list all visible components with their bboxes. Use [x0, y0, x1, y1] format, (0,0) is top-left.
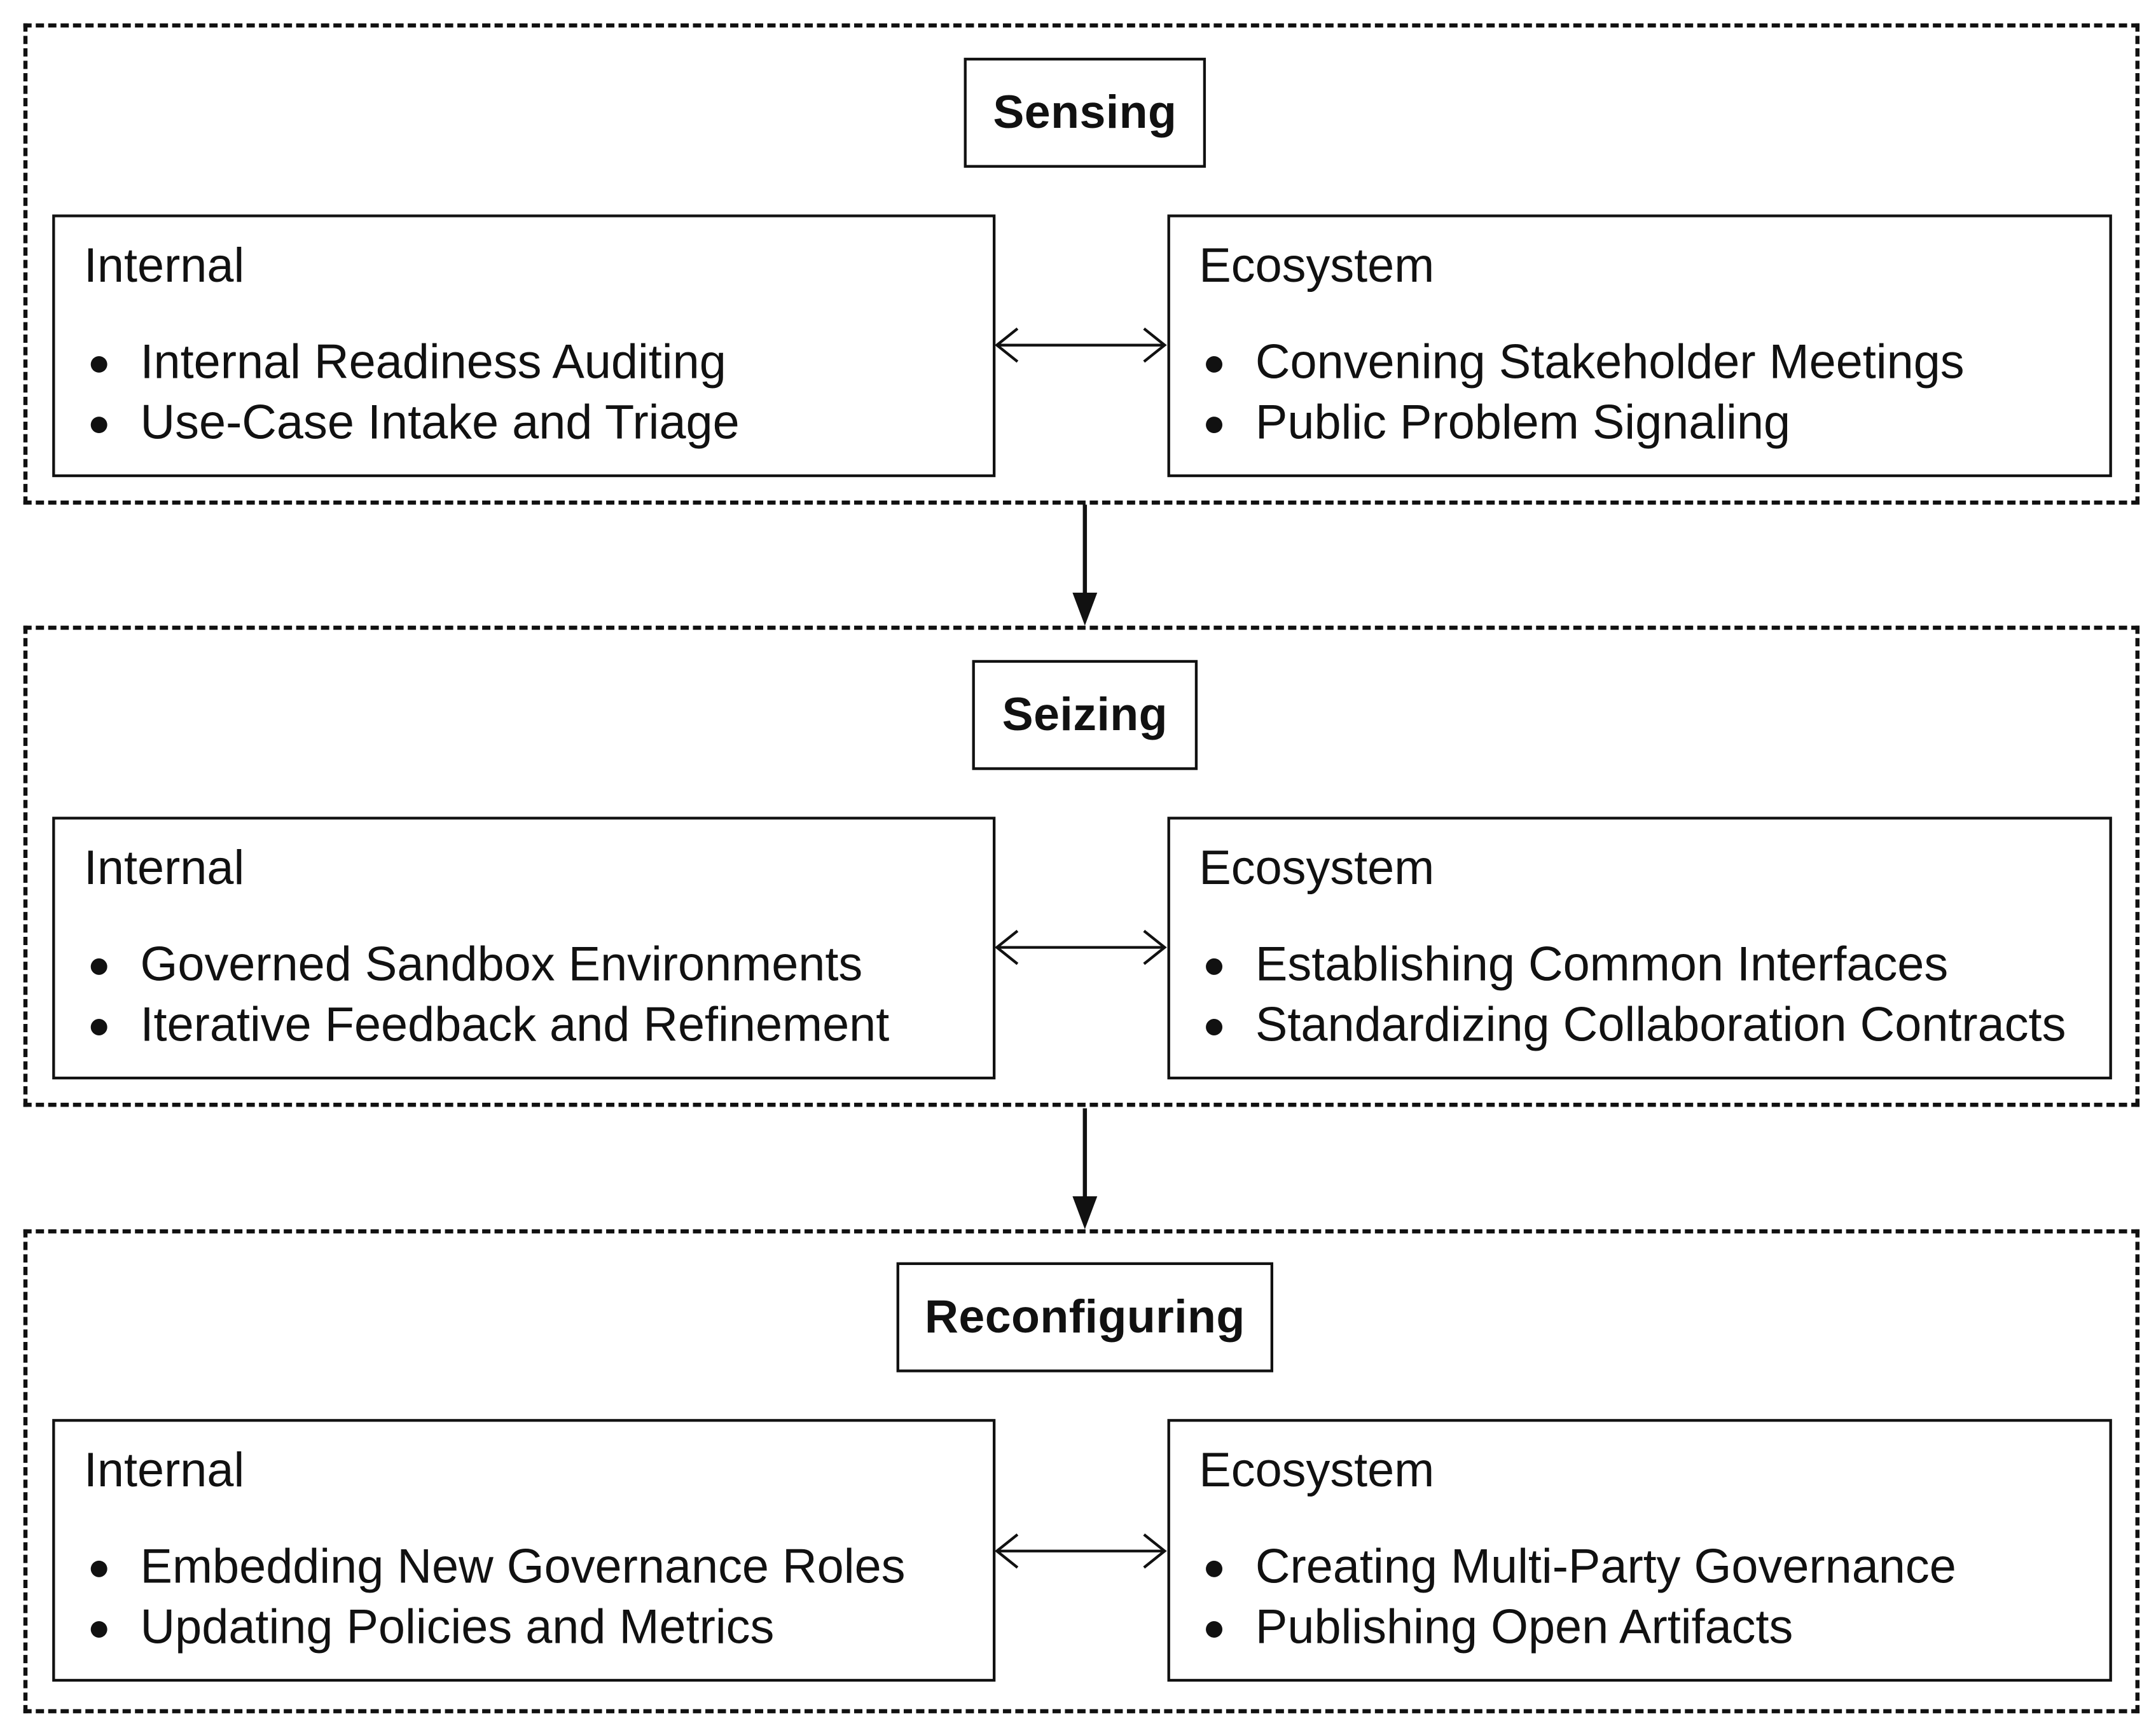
bullet-list: Internal Readiness Auditing Use-Case Int…	[84, 333, 740, 453]
list-item: Use-Case Intake and Triage	[84, 393, 740, 453]
bullet-icon	[90, 1019, 107, 1035]
bullet-list: Embedding New Governance Roles Updating …	[84, 1537, 906, 1658]
list-item: Convening Stakeholder Meetings	[1199, 333, 1965, 393]
bullet-icon	[90, 1621, 107, 1638]
phase-title-seizing: Seizing	[972, 660, 1198, 770]
flow-arrow-seizing-to-reconfiguring	[1072, 1108, 1098, 1229]
list-item-text: Updating Policies and Metrics	[140, 1600, 775, 1654]
bidirectional-arrow-seizing	[994, 929, 1167, 965]
bullet-list: Establishing Common Interfaces Standardi…	[1199, 935, 2066, 1056]
phase-title-sensing: Sensing	[964, 57, 1206, 168]
bullet-list: Convening Stakeholder Meetings Public Pr…	[1199, 333, 1965, 453]
panel-heading: Internal	[83, 1444, 245, 1498]
bullet-icon	[1206, 958, 1223, 975]
list-item-text: Use-Case Intake and Triage	[140, 396, 740, 450]
panel-seizing-ecosystem: Ecosystem Establishing Common Interfaces…	[1167, 817, 2112, 1080]
list-item-text: Convening Stakeholder Meetings	[1255, 335, 1965, 389]
panel-heading: Ecosystem	[1199, 1444, 1435, 1498]
panel-heading: Internal	[83, 841, 245, 895]
panel-reconfiguring-internal: Internal Embedding New Governance Roles …	[52, 1419, 996, 1682]
panel-heading: Ecosystem	[1199, 841, 1435, 895]
bullet-icon	[90, 417, 107, 434]
phase-section-seizing: Seizing Internal Governed Sandbox Enviro…	[23, 625, 2140, 1107]
bullet-icon	[1206, 356, 1223, 373]
list-item: Embedding New Governance Roles	[84, 1537, 906, 1598]
bullet-icon	[90, 958, 107, 975]
list-item: Internal Readiness Auditing	[84, 333, 740, 393]
list-item-text: Public Problem Signaling	[1255, 396, 1791, 450]
list-item: Creating Multi-Party Governance	[1199, 1537, 1956, 1598]
bullet-icon	[1206, 1621, 1223, 1638]
bullet-list: Creating Multi-Party Governance Publishi…	[1199, 1537, 1956, 1658]
list-item: Standardizing Collaboration Contracts	[1199, 995, 2066, 1056]
list-item-text: Embedding New Governance Roles	[140, 1540, 906, 1594]
list-item-text: Iterative Feedback and Refinement	[140, 998, 890, 1052]
bullet-icon	[1206, 1019, 1223, 1035]
list-item: Publishing Open Artifacts	[1199, 1598, 1956, 1658]
list-item: Iterative Feedback and Refinement	[84, 995, 889, 1056]
panel-seizing-internal: Internal Governed Sandbox Environments I…	[52, 817, 996, 1080]
list-item-text: Creating Multi-Party Governance	[1255, 1540, 1956, 1594]
list-item-text: Internal Readiness Auditing	[140, 335, 726, 389]
list-item: Governed Sandbox Environments	[84, 935, 889, 995]
bidirectional-arrow-sensing	[994, 328, 1167, 363]
panel-sensing-ecosystem: Ecosystem Convening Stakeholder Meetings…	[1167, 214, 2112, 478]
bullet-icon	[90, 1560, 107, 1577]
phase-title-reconfiguring: Reconfiguring	[896, 1262, 1274, 1372]
list-item: Establishing Common Interfaces	[1199, 935, 2066, 995]
list-item-text: Establishing Common Interfaces	[1255, 937, 1949, 992]
list-item: Updating Policies and Metrics	[84, 1598, 906, 1658]
list-item: Public Problem Signaling	[1199, 393, 1964, 453]
bullet-icon	[1206, 417, 1223, 434]
panel-heading: Ecosystem	[1199, 239, 1435, 293]
panel-heading: Internal	[83, 239, 245, 293]
list-item-text: Governed Sandbox Environments	[140, 937, 863, 992]
panel-sensing-internal: Internal Internal Readiness Auditing Use…	[52, 214, 996, 478]
list-item-text: Standardizing Collaboration Contracts	[1255, 998, 2066, 1052]
phase-section-sensing: Sensing Internal Internal Readiness Audi…	[23, 23, 2140, 505]
flow-arrow-sensing-to-seizing	[1072, 504, 1098, 626]
bidirectional-arrow-reconfiguring	[994, 1533, 1167, 1569]
list-item-text: Publishing Open Artifacts	[1255, 1600, 1793, 1654]
bullet-list: Governed Sandbox Environments Iterative …	[84, 935, 889, 1056]
bullet-icon	[1206, 1560, 1223, 1577]
phase-section-reconfiguring: Reconfiguring Internal Embedding New Gov…	[23, 1229, 2140, 1713]
bullet-icon	[90, 356, 107, 373]
panel-reconfiguring-ecosystem: Ecosystem Creating Multi-Party Governanc…	[1167, 1419, 2112, 1682]
